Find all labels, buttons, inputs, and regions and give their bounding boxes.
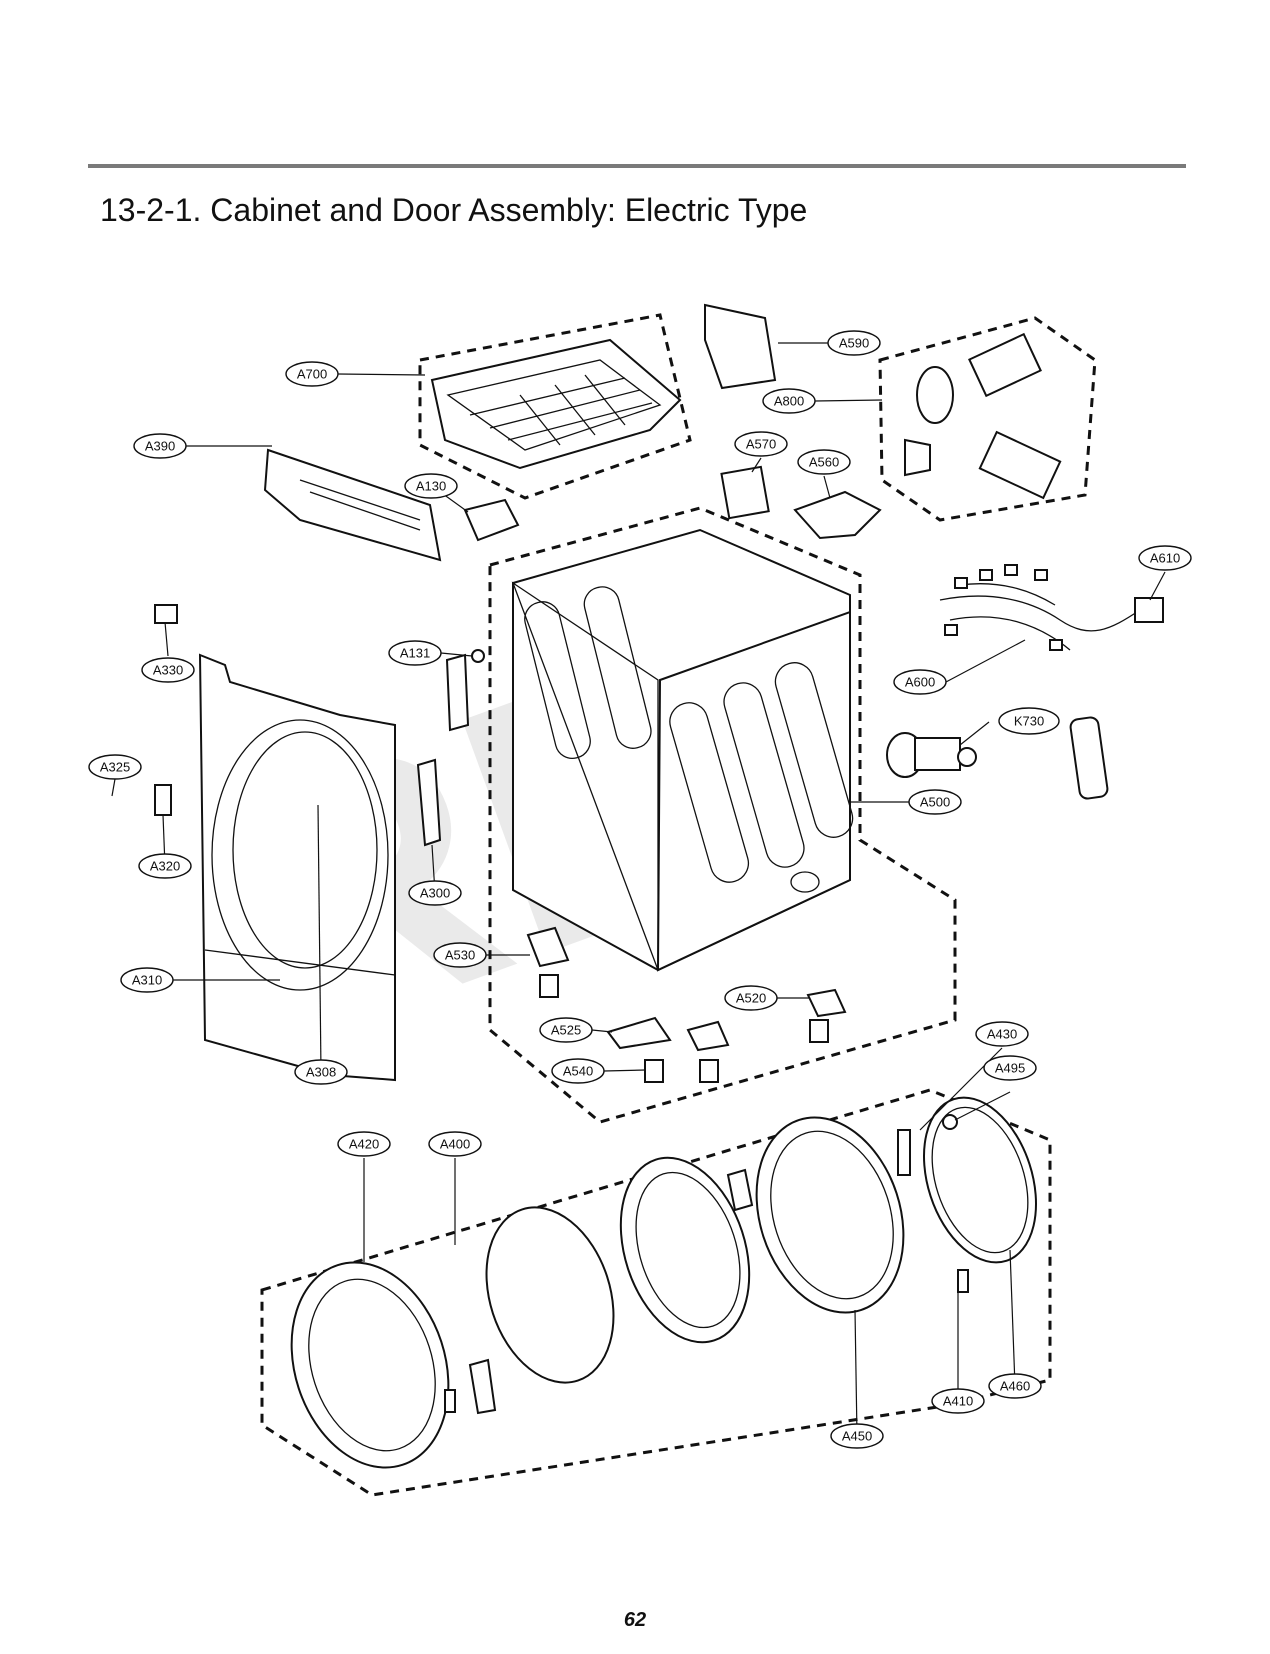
- a131-part: [471, 649, 485, 663]
- svg-text:A525: A525: [551, 1023, 581, 1038]
- leveling-feet: [526, 926, 847, 1083]
- svg-text:A540: A540: [563, 1064, 593, 1079]
- callout-a420: A420: [337, 1131, 391, 1157]
- filter-block-part: [463, 498, 520, 542]
- top-group-outline: [418, 313, 692, 500]
- callout-a610: A610: [1138, 545, 1192, 571]
- svg-text:A460: A460: [1000, 1379, 1030, 1394]
- callout-a800: A800: [762, 388, 816, 414]
- svg-text:A400: A400: [440, 1137, 470, 1152]
- svg-text:A590: A590: [839, 336, 869, 351]
- a300-top-part: [445, 653, 470, 732]
- callout-a320: A320: [138, 853, 192, 879]
- callout-a525: A525: [539, 1017, 593, 1043]
- cabinet-part: [511, 528, 854, 972]
- wiring-harness-part: [939, 564, 1164, 651]
- grille-part: [430, 338, 682, 470]
- a320-part: [154, 784, 172, 816]
- switch-part: [1069, 716, 1109, 800]
- svg-text:A495: A495: [995, 1061, 1025, 1076]
- callout-a520: A520: [724, 985, 778, 1011]
- callout-a430: A430: [975, 1021, 1029, 1047]
- svg-text:A520: A520: [736, 991, 766, 1006]
- svg-text:A131: A131: [400, 646, 430, 661]
- svg-text:A300: A300: [420, 886, 450, 901]
- callout-a700: A700: [285, 361, 339, 387]
- svg-text:A700: A700: [297, 367, 327, 382]
- callout-a500: A500: [908, 789, 962, 815]
- svg-text:A800: A800: [774, 394, 804, 409]
- callout-a410: A410: [931, 1388, 985, 1414]
- valve-part: [886, 732, 977, 778]
- control-bracket-part: [263, 448, 442, 562]
- callout-a300: A300: [408, 880, 462, 906]
- callout-a540: A540: [551, 1058, 605, 1084]
- svg-text:A430: A430: [987, 1027, 1017, 1042]
- page-title: 13-2-1. Cabinet and Door Assembly: Elect…: [100, 192, 808, 228]
- svg-text:A310: A310: [132, 973, 162, 988]
- callout-a308: A308: [294, 1059, 348, 1085]
- chute-part: [793, 490, 882, 540]
- svg-text:A610: A610: [1150, 551, 1180, 566]
- svg-text:A325: A325: [100, 760, 130, 775]
- callout-a460: A460: [988, 1373, 1042, 1399]
- plate-part: [720, 465, 770, 520]
- header-rule: [88, 164, 1186, 168]
- callout-a400: A400: [428, 1131, 482, 1157]
- callout-a130: A130: [404, 473, 458, 499]
- callout-a600: A600: [893, 669, 947, 695]
- svg-text:A450: A450: [842, 1429, 872, 1444]
- svg-text:A500: A500: [920, 795, 950, 810]
- page-number: 62: [623, 1609, 647, 1631]
- leader-lines: [111, 342, 1166, 1437]
- callout-a590: A590: [827, 330, 881, 356]
- callout-k730: K730: [998, 707, 1060, 735]
- bracket-part: [704, 303, 777, 390]
- svg-text:A530: A530: [445, 948, 475, 963]
- svg-text:A410: A410: [943, 1394, 973, 1409]
- svg-text:K730: K730: [1014, 714, 1044, 729]
- svg-text:A130: A130: [416, 479, 446, 494]
- duct-part: [904, 332, 1062, 500]
- svg-text:A390: A390: [145, 439, 175, 454]
- duct-group-outline: [878, 316, 1097, 522]
- svg-text:A320: A320: [150, 859, 180, 874]
- svg-text:A420: A420: [349, 1137, 379, 1152]
- cabinet-group-outline: [488, 506, 957, 1124]
- a330-part: [154, 604, 178, 624]
- callout-a325: A325: [88, 754, 142, 780]
- callout-a560: A560: [797, 449, 851, 475]
- door-group-outline: [260, 1088, 1052, 1497]
- callout-a310: A310: [120, 967, 174, 993]
- svg-text:A560: A560: [809, 455, 839, 470]
- callout-a495: A495: [983, 1055, 1037, 1081]
- svg-text:A600: A600: [905, 675, 935, 690]
- callout-a131: A131: [388, 640, 442, 666]
- door-rings: [290, 1096, 1037, 1469]
- svg-text:A330: A330: [153, 663, 183, 678]
- callout-a330: A330: [141, 657, 195, 683]
- front-panel-part: [198, 653, 396, 1082]
- a300-part: [416, 758, 442, 847]
- svg-text:A570: A570: [746, 437, 776, 452]
- callout-a530: A530: [433, 942, 487, 968]
- callout-a570: A570: [734, 431, 788, 457]
- callout-a450: A450: [830, 1423, 884, 1449]
- callout-a390: A390: [133, 433, 187, 459]
- svg-text:A308: A308: [306, 1065, 336, 1080]
